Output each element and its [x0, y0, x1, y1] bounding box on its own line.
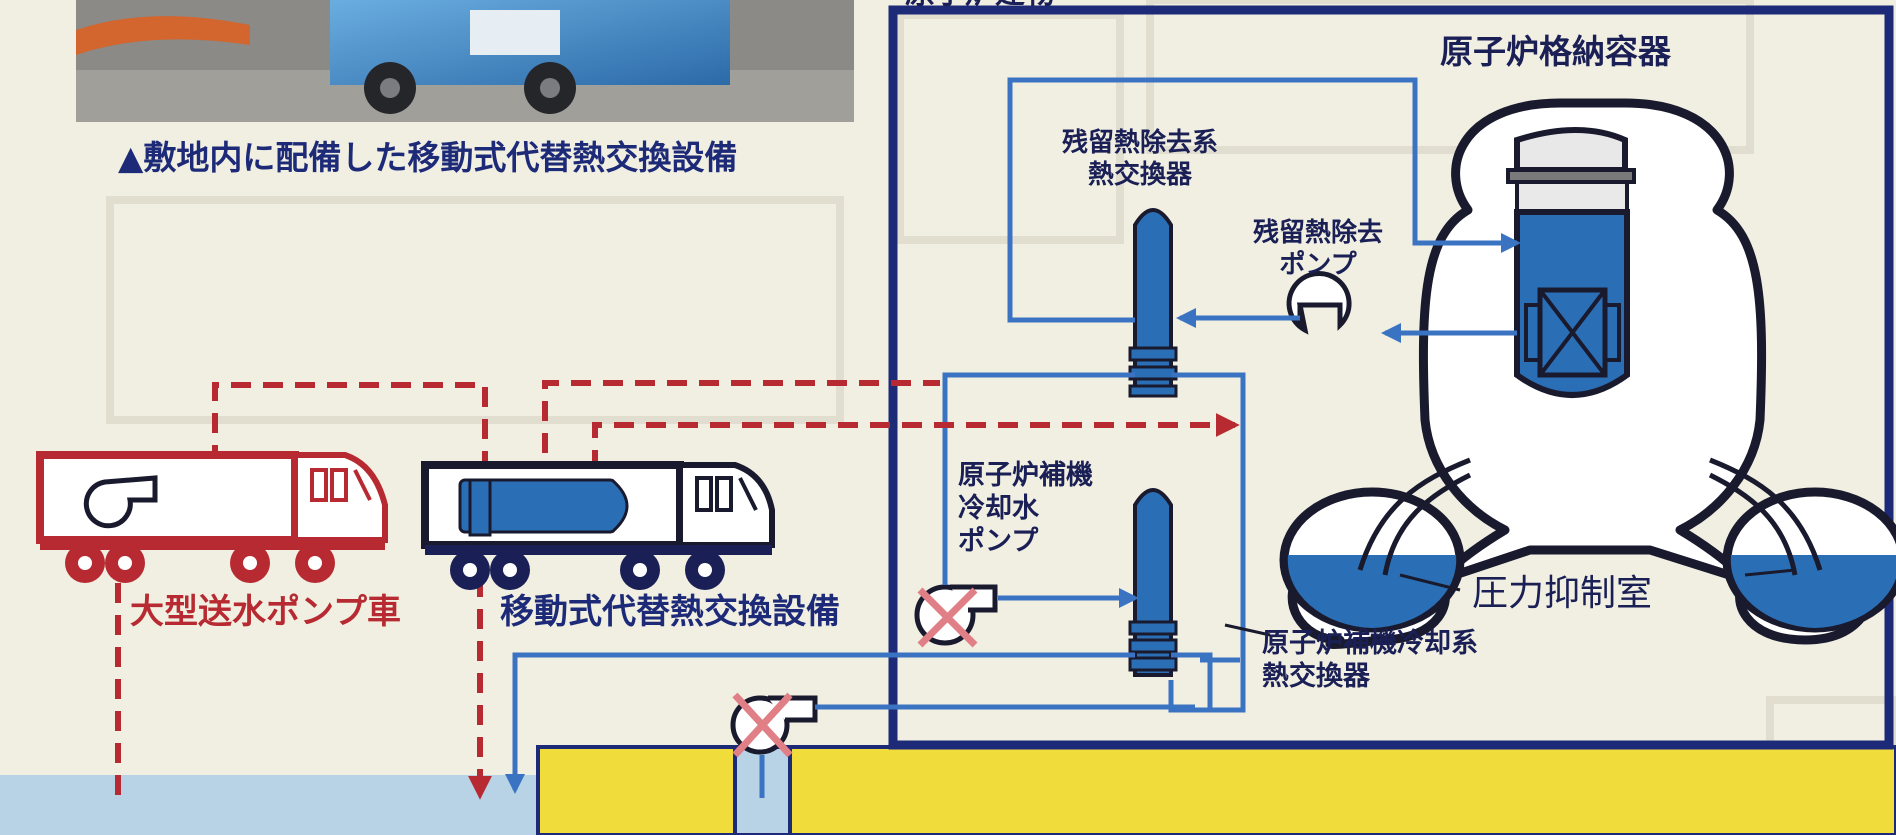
containment-vessel-label: 原子炉格納容器 — [1440, 32, 1671, 71]
rhr-heat-exchanger-label: 残留熱除去系 熱交換器 — [1062, 128, 1218, 191]
rccw-heat-exchanger — [1128, 488, 1178, 677]
rhr-pump-label: 残留熱除去 ポンプ — [1253, 218, 1383, 281]
pump-truck — [36, 451, 388, 583]
rccw-pump-label: 原子炉補機 冷却水 ポンプ — [958, 460, 1093, 559]
rccw-hx-line2: 熱交換器 — [1262, 660, 1370, 692]
building-header: 原子炉建物 — [905, 0, 1055, 13]
seawater-pump-icon — [730, 692, 818, 758]
temporary-flow-lines — [106, 380, 1240, 800]
rhr-pump-icon — [1286, 271, 1352, 335]
mobile-hx-label: 移動式代替熱交換設備 — [500, 592, 840, 632]
rhr-hx-line2: 熱交換器 — [1088, 159, 1193, 190]
truck-photo — [76, 0, 854, 122]
water-body — [0, 775, 540, 835]
suppression-chamber-label: 圧力抑制室 — [1472, 573, 1653, 614]
rhr-hx-line1: 残留熱除去系 — [1062, 128, 1219, 158]
rhr-heat-exchanger — [1128, 208, 1178, 398]
rhr-pump-line1: 残留熱除去 — [1253, 218, 1384, 248]
mobile-hx-truck — [421, 461, 775, 590]
cooling-pipes — [505, 77, 1521, 798]
rccw-hx-line1: 原子炉補機冷却系 — [1262, 628, 1478, 659]
rccw-pump-line2: 冷却水 — [958, 492, 1039, 524]
rccw-pump-icon — [914, 584, 998, 648]
pump-truck-label: 大型送水ポンプ車 — [130, 592, 401, 632]
rccw-pump-line1: 原子炉補機 — [958, 460, 1093, 491]
photo-caption: ▲敷地内に配備した移動式代替熱交換設備 — [118, 138, 738, 177]
rccw-pump-line3: ポンプ — [958, 525, 1039, 557]
rccw-heat-exchanger-label: 原子炉補機冷却系 熱交換器 — [1262, 628, 1478, 694]
rhr-pump-line2: ポンプ — [1279, 249, 1357, 280]
containment-vessel — [1279, 98, 1896, 649]
reactor-building-frame — [888, 5, 1894, 750]
